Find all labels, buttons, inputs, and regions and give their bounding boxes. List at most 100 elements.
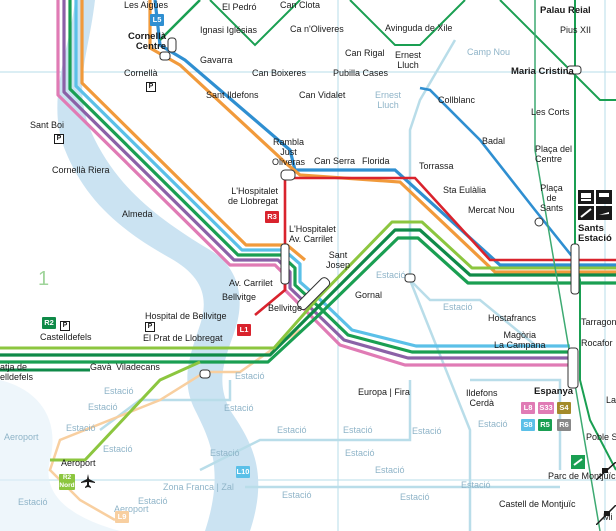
- station-gornal[interactable]: Gornal: [355, 290, 383, 300]
- station-ernest-lluch[interactable]: Ernest Lluch: [395, 50, 422, 70]
- badge-l1: L1: [237, 324, 251, 336]
- station-rocafort[interactable]: Rocafor: [581, 338, 613, 348]
- station-sant-josep[interactable]: Sant Josep: [326, 250, 351, 270]
- station-sants-estacio[interactable]: Sants Estació: [578, 223, 612, 244]
- station-cornella-centre[interactable]: Cornellà Centre: [128, 31, 167, 52]
- zone-number: 1: [38, 268, 50, 290]
- train-icon: [578, 206, 594, 220]
- badge-s4: S4: [557, 402, 571, 414]
- station-palau-reial[interactable]: Palau Reial: [540, 5, 591, 16]
- station-almeda[interactable]: Almeda: [122, 209, 153, 219]
- station-estacio-19[interactable]: Estació: [18, 497, 48, 507]
- station-mercat-nou[interactable]: Mercat Nou: [468, 205, 515, 215]
- l5-upper: [209, 0, 301, 47]
- station-can-oliveres[interactable]: Ca n'Oliveres: [290, 24, 344, 34]
- station-can-clota[interactable]: Can Clota: [280, 0, 321, 10]
- l9-future: [48, 370, 206, 522]
- station-estacio-13[interactable]: Estació: [210, 448, 240, 458]
- station-platja-castelldefels[interactable]: atja de elldefels: [0, 362, 34, 382]
- station-estacio-14[interactable]: Estació: [345, 448, 375, 458]
- station-estacio-15[interactable]: Estació: [375, 465, 405, 475]
- station-ernest-lluch-future[interactable]: Ernest Lluch: [375, 90, 402, 110]
- station-placa-sants[interactable]: Plaça de Sants: [540, 183, 564, 213]
- station-sant-boi[interactable]: Sant Boi: [30, 120, 65, 130]
- station-viladecans[interactable]: Viladecans: [116, 362, 160, 372]
- station-mi[interactable]: Mi: [603, 512, 613, 522]
- station-les-corts[interactable]: Les Corts: [531, 107, 570, 117]
- station-badal[interactable]: Badal: [482, 136, 506, 146]
- station-zona-franca[interactable]: Zona Franca | Zal: [163, 482, 234, 492]
- station-sta-eulalia[interactable]: Sta Eulàlia: [443, 185, 487, 195]
- funicular-icon: [596, 462, 616, 480]
- station-estacio-2[interactable]: Estació: [443, 302, 473, 312]
- station-aeroport-t[interactable]: Aeroport: [61, 458, 96, 468]
- station-estacio-11[interactable]: Estació: [478, 419, 508, 429]
- station-estacio-18[interactable]: Estació: [400, 492, 430, 502]
- station-camp-nou[interactable]: Camp Nou: [467, 47, 511, 57]
- station-hospitalet-llobregat[interactable]: L'Hospitalet de Llobregat: [228, 186, 279, 206]
- station-estacio-3[interactable]: Estació: [235, 371, 265, 381]
- station-bellvitge-2[interactable]: Bellvitge: [268, 303, 303, 313]
- station-el-prat[interactable]: El Prat de Llobregat: [143, 333, 223, 343]
- badge-l10: L10: [236, 466, 250, 478]
- station-europa-fira[interactable]: Europa | Fira: [358, 387, 410, 397]
- train-icon: [578, 190, 594, 204]
- station-pubilla-cases[interactable]: Pubilla Cases: [333, 68, 389, 78]
- station-el-pedro[interactable]: El Pedró: [222, 2, 257, 12]
- station-aeroport-2[interactable]: Aeroport: [114, 504, 149, 514]
- station-estacio-17[interactable]: Estació: [282, 490, 312, 500]
- station-estacio-5[interactable]: Estació: [88, 402, 118, 412]
- station-placa-centre[interactable]: Plaça del Centre: [535, 144, 573, 164]
- station-poble-sec[interactable]: Poble Sec: [586, 432, 616, 442]
- station-ildefons-cerda[interactable]: Ildefons Cerdà: [466, 388, 498, 408]
- station-estacio-12[interactable]: Estació: [103, 444, 133, 454]
- station-can-serra[interactable]: Can Serra: [314, 156, 356, 166]
- station-florida[interactable]: Florida: [362, 156, 390, 166]
- station-cornella-riera[interactable]: Cornellà Riera: [52, 165, 110, 175]
- station-magoria-campana[interactable]: Magòria La Campana: [494, 330, 546, 350]
- station-bellvitge-1[interactable]: Bellvitge: [222, 292, 257, 302]
- station-castelldefels[interactable]: Castelldefels: [40, 332, 92, 342]
- station-hostafrancs[interactable]: Hostafrancs: [488, 313, 537, 323]
- station-estacio-20[interactable]: Estació: [138, 496, 168, 506]
- funicular-icon: [571, 455, 585, 469]
- station-cornella[interactable]: Cornellà: [124, 68, 158, 78]
- station-estacio-4[interactable]: Estació: [104, 386, 134, 396]
- station-gava[interactable]: Gavà: [90, 362, 112, 372]
- station-estacio-6[interactable]: Estació: [224, 403, 254, 413]
- station-estacio-16[interactable]: Estació: [461, 480, 491, 490]
- station-nodes: [159, 37, 582, 389]
- station-parc-montjuic[interactable]: Parc de Montjuïc: [548, 471, 616, 481]
- station-hospital-bellvitge[interactable]: Hospital de Bellvitge: [145, 311, 227, 321]
- station-can-rigal[interactable]: Can Rigal: [345, 48, 385, 58]
- station-les-aigues[interactable]: Les Aigües: [124, 0, 169, 10]
- station-rambla-just-oliveras[interactable]: Rambla Just Oliveras: [272, 137, 306, 167]
- station-estacio-1[interactable]: Estació: [376, 270, 406, 280]
- station-can-vidalet[interactable]: Can Vidalet: [299, 90, 346, 100]
- station-aeroport-1[interactable]: Aeroport: [4, 432, 39, 442]
- station-can-boixeres[interactable]: Can Boixeres: [252, 68, 307, 78]
- station-av-carrilet[interactable]: Av. Carrilet: [229, 278, 273, 288]
- station-hospitalet-av-carrilet[interactable]: L'Hospitalet Av. Carrilet: [289, 224, 336, 244]
- tram-line: [534, 0, 601, 531]
- station-espanya[interactable]: Espanya: [534, 386, 574, 397]
- station-pius-xii[interactable]: Pius XII: [560, 25, 592, 35]
- station-ignasi-iglesias[interactable]: Ignasi Iglésias: [200, 25, 258, 35]
- station-estacio-9[interactable]: Estació: [343, 425, 373, 435]
- station-tarragona[interactable]: Tarragon: [581, 317, 616, 327]
- airplane-icon: [81, 474, 95, 488]
- station-collblanc[interactable]: Collblanc: [438, 95, 476, 105]
- station-estacio-10[interactable]: Estació: [412, 426, 442, 436]
- station-maria-cristina[interactable]: Maria Cristina: [511, 66, 574, 77]
- station-estacio-7[interactable]: Estació: [66, 423, 96, 433]
- station-gavarra[interactable]: Gavarra: [200, 55, 233, 65]
- station-castell-montjuic[interactable]: Castell de Montjuïc: [499, 499, 576, 509]
- badge-r5: R5: [538, 419, 552, 431]
- station-la[interactable]: La: [606, 395, 616, 405]
- station-torrassa[interactable]: Torrassa: [419, 161, 454, 171]
- station-sant-ildefons[interactable]: Sant Ildefons: [206, 90, 259, 100]
- station-avinguda-xile[interactable]: Avinguda de Xile: [385, 23, 453, 33]
- station-estacio-8[interactable]: Estació: [277, 425, 307, 435]
